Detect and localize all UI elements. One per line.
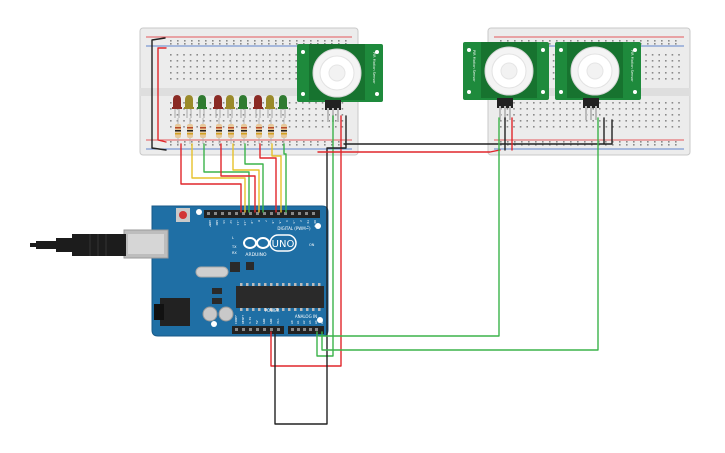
- analog-pin-label: A3: [308, 320, 312, 324]
- digital-pin-label: 4: [285, 220, 289, 222]
- resistor-8: [268, 118, 274, 144]
- wire-led8: [271, 143, 282, 213]
- wire-led4: [220, 143, 256, 213]
- wire-pir1-out: [316, 115, 334, 357]
- power-pin-label: 3.3V: [248, 317, 252, 324]
- resistor-5: [228, 118, 234, 144]
- wire-led2: [191, 143, 246, 213]
- wire-led9: [283, 143, 287, 213]
- pir-sensor-2[interactable]: PIR Motion Sensor: [463, 42, 549, 120]
- led-1[interactable]: [172, 95, 182, 118]
- analog-pin-label: A2: [302, 320, 306, 324]
- analog-label: ANALOG IN: [295, 314, 317, 319]
- wire-rail-black-left: [151, 37, 167, 151]
- led-5[interactable]: [225, 95, 235, 118]
- led-6[interactable]: [238, 95, 248, 118]
- digital-pin-label: ~5: [278, 220, 282, 224]
- resistor-2: [187, 118, 193, 144]
- resistor-7: [256, 118, 262, 144]
- resistor-1: [175, 118, 181, 144]
- power-pin-label: GND: [262, 318, 266, 324]
- board-brand-text: ARDUINO: [245, 252, 267, 258]
- wire-pir1-vcc: [270, 115, 342, 367]
- analog-pin-label: A0: [290, 320, 294, 324]
- wire-rail-red-left: [157, 47, 167, 143]
- power-pin-label: GND: [269, 318, 273, 324]
- pir-sensor-2-label: PIR Motion Sensor: [472, 50, 476, 82]
- rx-label: RX: [232, 251, 237, 255]
- wire-led6: [244, 143, 264, 213]
- arduino-uno-board[interactable]: UNO ARDUINO DIGITAL (PWM~) POWER ANALOG …: [123, 205, 329, 337]
- wire-bb-link-black: [343, 119, 613, 145]
- digital-label: DIGITAL (PWM~): [277, 226, 311, 231]
- power-pin-label: Vin: [276, 318, 280, 324]
- power-pin-label: RESET: [241, 315, 245, 324]
- analog-pin-label: A5: [320, 320, 324, 324]
- power-pin-label: IOREF: [234, 315, 238, 324]
- digital-pin-label: 12: [229, 220, 233, 224]
- power-jack[interactable]: [160, 298, 190, 326]
- pir-sensor-1-label: PIR Motion Sensor: [372, 52, 376, 84]
- digital-pin-label: GND: [215, 220, 219, 226]
- usb-cable: [30, 234, 126, 256]
- power-label: POWER: [265, 308, 280, 313]
- pir-sensor-3[interactable]: PIR Motion Sensor: [555, 42, 641, 120]
- arduino-logo-icon: [243, 237, 270, 249]
- digital-pin-label: ~10: [243, 220, 247, 226]
- digital-pin-label: TX 1: [306, 220, 310, 227]
- wire-led7: [259, 143, 277, 213]
- wire-pir1-gnd: [274, 115, 347, 425]
- led-9[interactable]: [278, 95, 288, 118]
- tx-label: TX: [231, 245, 237, 249]
- led-group: [172, 95, 288, 144]
- digital-pin-label: ~6: [271, 220, 275, 224]
- board-logo-text: UNO: [272, 239, 295, 250]
- resistor-3: [200, 118, 206, 144]
- digital-pin-label: AREF: [208, 220, 212, 227]
- led-3[interactable]: [197, 95, 207, 118]
- wire-bb-link-red: [317, 149, 501, 153]
- digital-pin-label: 7: [264, 220, 268, 222]
- digital-header[interactable]: [204, 210, 320, 218]
- atmega-chip: [236, 286, 324, 308]
- digital-pin-label: ~3: [292, 220, 296, 224]
- breadboard-left-holes: [170, 40, 347, 146]
- wire-pir2-out: [318, 117, 500, 337]
- l-led-label: L: [232, 236, 234, 240]
- pir-sensor-1[interactable]: PIR Motion Sensor: [297, 44, 383, 122]
- resistor-9: [281, 118, 287, 144]
- resistor-4: [216, 118, 222, 144]
- power-pin-label: 5V: [255, 320, 259, 324]
- led-8[interactable]: [265, 95, 275, 118]
- analog-pin-label: A4: [314, 320, 318, 324]
- pir-sensor-3-label: PIR Motion Sensor: [630, 50, 634, 82]
- digital-pin-label: 2: [299, 220, 303, 222]
- analog-pin-label: A1: [296, 320, 300, 324]
- digital-pin-label: ~11: [236, 220, 240, 226]
- digital-pin-label: ~9: [250, 220, 254, 224]
- on-led-label: ON: [309, 243, 315, 247]
- resistor-6: [241, 118, 247, 144]
- wire-pir3-out: [321, 117, 599, 351]
- wire-led5: [232, 143, 260, 213]
- digital-pin-label: 8: [257, 220, 261, 222]
- led-7[interactable]: [253, 95, 263, 118]
- wire-led3: [203, 143, 250, 213]
- digital-pin-label: RX 0: [313, 220, 317, 227]
- led-2[interactable]: [184, 95, 194, 118]
- digital-pin-label: 13: [222, 220, 226, 224]
- led-4[interactable]: [213, 95, 223, 118]
- wire-led1: [180, 143, 242, 213]
